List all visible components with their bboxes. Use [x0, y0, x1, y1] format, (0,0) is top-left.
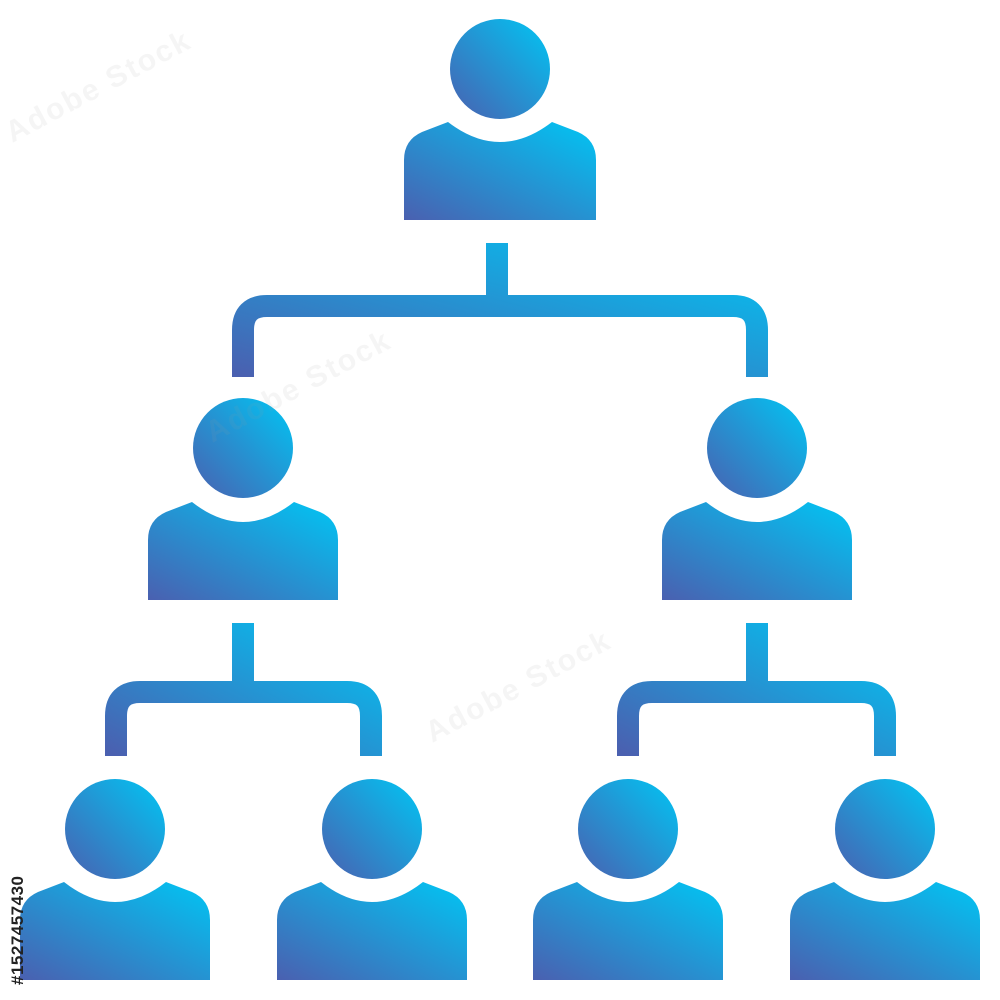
person-icon-staff-2 [277, 779, 467, 980]
stock-id-label: #1527457430 [8, 875, 27, 985]
person-icon-ceo [404, 19, 596, 220]
person-icon-manager-left [148, 398, 338, 600]
person-nodes [20, 19, 980, 980]
connectors [105, 243, 896, 756]
connector-right [617, 623, 896, 756]
person-icon-staff-1 [20, 779, 210, 980]
person-icon-manager-right [662, 398, 852, 600]
person-icon-staff-4 [790, 779, 980, 980]
person-icon-staff-3 [533, 779, 723, 980]
connector-root [232, 243, 768, 377]
connector-left [105, 623, 382, 756]
